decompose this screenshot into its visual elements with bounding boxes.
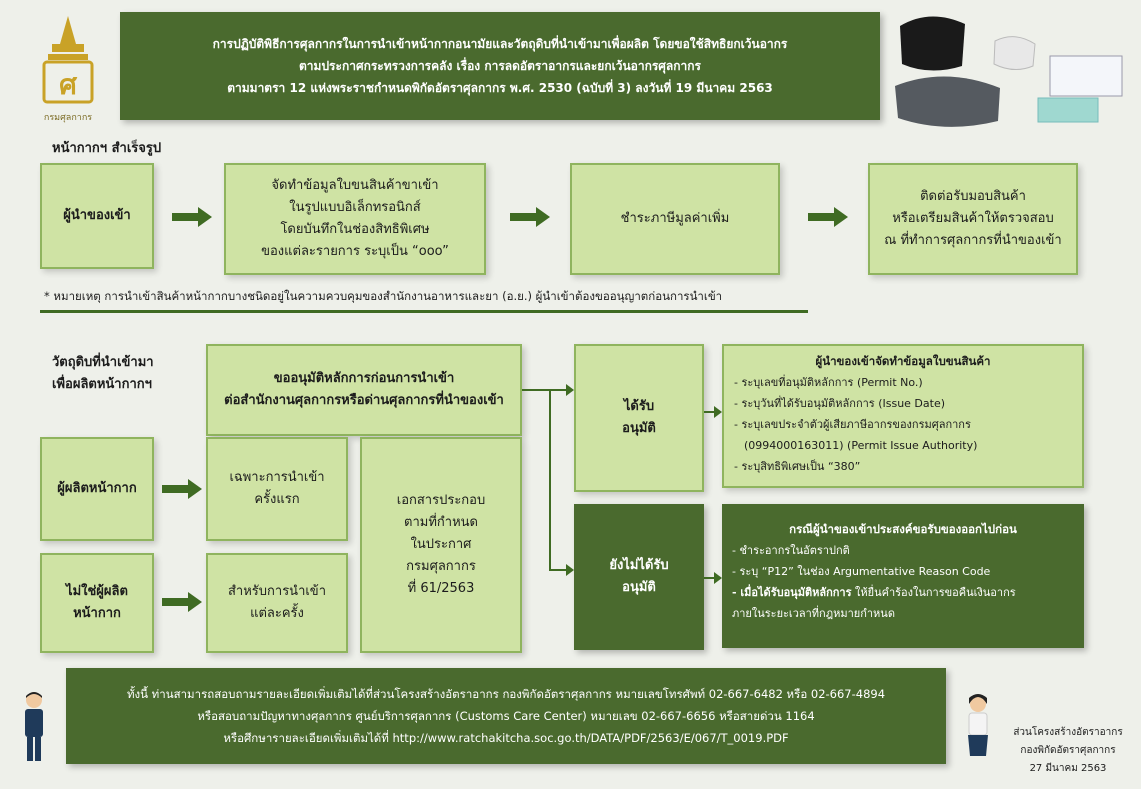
not-approved-detail-item: - ระบุ “P12” ในช่อง Argumentative Reason… — [732, 565, 991, 578]
section2-label-line-1: วัตถุดิบที่นำเข้ามา — [52, 355, 154, 370]
pickup-line-3: ณ ที่ทำการศุลกากรที่นำของเข้า — [884, 233, 1062, 248]
arrow-icon — [162, 479, 202, 499]
signature-line-1: ส่วนโครงสร้างอัตราอากร — [1013, 727, 1123, 738]
non-manufacturer-line-1: ไม่ใช่ผู้ผลิต — [66, 584, 128, 599]
customs-emblem-icon: ศ — [42, 16, 94, 104]
declaration-box: จัดทำข้อมูลใบขนสินค้าขาเข้า ในรูปแบบอิเล… — [224, 163, 486, 275]
not-approved-line-1: ยังไม่ได้รับ — [609, 558, 669, 573]
gray-mask-icon — [895, 76, 1000, 127]
header-title-line-1: การปฏิบัติพิธีการศุลกากรในการนำเข้าหน้าก… — [212, 37, 788, 51]
declaration-line-3: โดยบันทึกในช่องสิทธิพิเศษ — [280, 222, 430, 237]
approved-detail-box: ผู้นำของเข้าจัดทำข้อมูลใบขนสินค้า - ระบุ… — [722, 344, 1084, 488]
officer-female-figure — [964, 694, 992, 764]
officer-male-figure — [20, 690, 48, 764]
not-approved-box: ยังไม่ได้รับ อนุมัติ — [574, 504, 704, 650]
fda-note: * หมายเหตุ การนำเข้าสินค้าหน้ากากบางชนิด… — [44, 289, 723, 303]
header-title-line-2: ตามประกาศกระทรวงการคลัง เรื่อง การลดอัตร… — [299, 59, 701, 73]
officer-male-icon — [25, 692, 43, 761]
approved-detail-item: (0994000163011) (Permit Issue Authority) — [744, 439, 978, 452]
approved-line-1: ได้รับ — [623, 399, 655, 414]
documents-line-2: ตามที่กำหนด — [404, 515, 478, 530]
svg-text:ศ: ศ — [59, 68, 78, 101]
masks-illustration — [890, 6, 1130, 130]
documents-line-4: กรมศุลกากร — [406, 559, 476, 574]
each-import-box: สำหรับการนำเข้า แต่ละครั้ง — [206, 553, 348, 653]
footer-contact-box: ทั้งนี้ ท่านสามารถสอบถามรายละเอียดเพิ่มเ… — [66, 668, 946, 764]
signature-block: ส่วนโครงสร้างอัตราอากร กองพิกัดอัตราศุลก… — [998, 724, 1138, 778]
pre-approval-line-1: ขออนุมัติหลักการก่อนการนำเข้า — [273, 371, 455, 386]
pickup-box: ติดต่อรับมอบสินค้า หรือเตรียมสินค้าให้ตร… — [868, 163, 1078, 275]
not-approved-detail-box: กรณีผู้นำของเข้าประสงค์ขอรับของออกไปก่อน… — [722, 504, 1084, 648]
each-import-line-1: สำหรับการนำเข้า — [227, 584, 326, 599]
non-manufacturer-line-2: หน้ากาก — [73, 606, 121, 621]
arrow-icon — [808, 207, 848, 227]
importer-label: ผู้นำของเข้า — [63, 208, 131, 223]
not-approved-line-2: อนุมัติ — [622, 580, 656, 595]
each-import-line-2: แต่ละครั้ง — [250, 606, 304, 621]
importer-box: ผู้นำของเข้า — [40, 163, 154, 269]
approved-detail-item: - ระบุเลขที่อนุมัติหลักการ (Permit No.) — [734, 376, 923, 389]
header-title-line-3: ตามมาตรา 12 แห่งพระราชกำหนดพิกัดอัตราศุล… — [227, 81, 773, 95]
signature-date: 27 มีนาคม 2563 — [1029, 763, 1107, 774]
pre-approval-line-2: ต่อสำนักงานศุลกากรหรือด่านศุลกากรที่นำขอ… — [224, 393, 504, 408]
pre-approval-box: ขออนุมัติหลักการก่อนการนำเข้า ต่อสำนักงา… — [206, 344, 522, 436]
section-divider — [40, 310, 808, 313]
not-approved-detail-item: - เมื่อได้รับอนุมัติหลักการ ให้ยื่นคำร้อ… — [732, 582, 1074, 603]
footer-line-2: หรือสอบถามปัญหาทางศุลกากร ศูนย์บริการศุล… — [197, 709, 815, 723]
declaration-line-2: ในรูปแบบอิเล็กทรอนิกส์ — [289, 200, 421, 215]
arrow-icon — [510, 207, 550, 227]
black-mask-icon — [900, 16, 965, 71]
vat-label: ชำระภาษีมูลค่าเพิ่ม — [620, 211, 730, 226]
documents-line-5: ที่ 61/2563 — [407, 581, 475, 596]
refund-rest: ให้ยื่นคำร้องในการขอคืนเงินอากร — [851, 586, 1016, 599]
approved-detail-title: ผู้นำของเข้าจัดทำข้อมูลใบขนสินค้า — [815, 354, 991, 368]
non-manufacturer-box: ไม่ใช่ผู้ผลิต หน้ากาก — [40, 553, 154, 653]
section2-label: วัตถุดิบที่นำเข้ามา เพื่อผลิตหน้ากากฯ — [52, 352, 154, 396]
footer-line-3: หรือศึกษารายละเอียดเพิ่มเติมได้ที่ http:… — [223, 731, 789, 745]
arrow-icon — [704, 406, 722, 418]
declaration-line-1: จัดทำข้อมูลใบขนสินค้าขาเข้า — [271, 178, 439, 193]
pickup-line-1: ติดต่อรับมอบสินค้า — [920, 189, 1026, 204]
manufacturer-label: ผู้ผลิตหน้ากาก — [57, 481, 137, 496]
documents-line-1: เอกสารประกอบ — [396, 493, 486, 508]
section2-label-line-2: เพื่อผลิตหน้ากากฯ — [52, 377, 152, 392]
refund-bold-prefix: - เมื่อได้รับอนุมัติหลักการ — [732, 586, 852, 599]
first-import-line-1: เฉพาะการนำเข้า — [229, 470, 325, 485]
section1-label: หน้ากากฯ สำเร็จรูป — [52, 141, 162, 156]
arrow-icon — [162, 592, 202, 612]
pickup-line-2: หรือเตรียมสินค้าให้ตรวจสอบ — [892, 211, 1054, 226]
approved-box: ได้รับ อนุมัติ — [574, 344, 704, 492]
approved-detail-item: - ระบุเลขประจำตัวผู้เสียภาษีอากรของกรมศุ… — [734, 418, 971, 431]
approved-line-2: อนุมัติ — [622, 421, 656, 436]
manufacturer-box: ผู้ผลิตหน้ากาก — [40, 437, 154, 541]
approved-detail-item: - ระบุวันที่ได้รับอนุมัติหลักการ (Issue … — [734, 397, 946, 410]
not-approved-detail-item: - ชำระอากรในอัตราปกติ — [732, 544, 850, 557]
customs-logo: ศ กรมศุลกากร — [38, 14, 98, 123]
mask-box-icon — [1049, 55, 1123, 97]
org-name: กรมศุลกากร — [43, 113, 93, 123]
vat-box: ชำระภาษีมูลค่าเพิ่ม — [570, 163, 780, 275]
surgical-mask-icon — [1037, 97, 1099, 123]
not-approved-detail-title: กรณีผู้นำของเข้าประสงค์ขอรับของออกไปก่อน — [789, 522, 1017, 536]
documents-box: เอกสารประกอบ ตามที่กำหนด ในประกาศ กรมศุล… — [360, 437, 522, 653]
first-import-line-2: ครั้งแรก — [254, 492, 300, 507]
officer-female-icon — [968, 694, 988, 756]
approved-detail-item: - ระบุสิทธิพิเศษเป็น “380” — [734, 460, 861, 473]
branch-connector — [522, 384, 574, 576]
declaration-line-4: ของแต่ละรายการ ระบุเป็น “ooo” — [261, 244, 449, 259]
white-mask-icon — [993, 36, 1036, 70]
first-import-box: เฉพาะการนำเข้า ครั้งแรก — [206, 437, 348, 541]
not-approved-detail-item: ภายในระยะเวลาที่กฎหมายกำหนด — [732, 607, 895, 620]
arrow-icon — [704, 572, 722, 584]
documents-line-3: ในประกาศ — [410, 537, 472, 552]
signature-line-2: กองพิกัดอัตราศุลกากร — [1020, 745, 1116, 756]
arrow-icon — [172, 207, 212, 227]
header-title-box: การปฏิบัติพิธีการศุลกากรในการนำเข้าหน้าก… — [120, 12, 880, 120]
footer-line-1: ทั้งนี้ ท่านสามารถสอบถามรายละเอียดเพิ่มเ… — [126, 687, 886, 701]
